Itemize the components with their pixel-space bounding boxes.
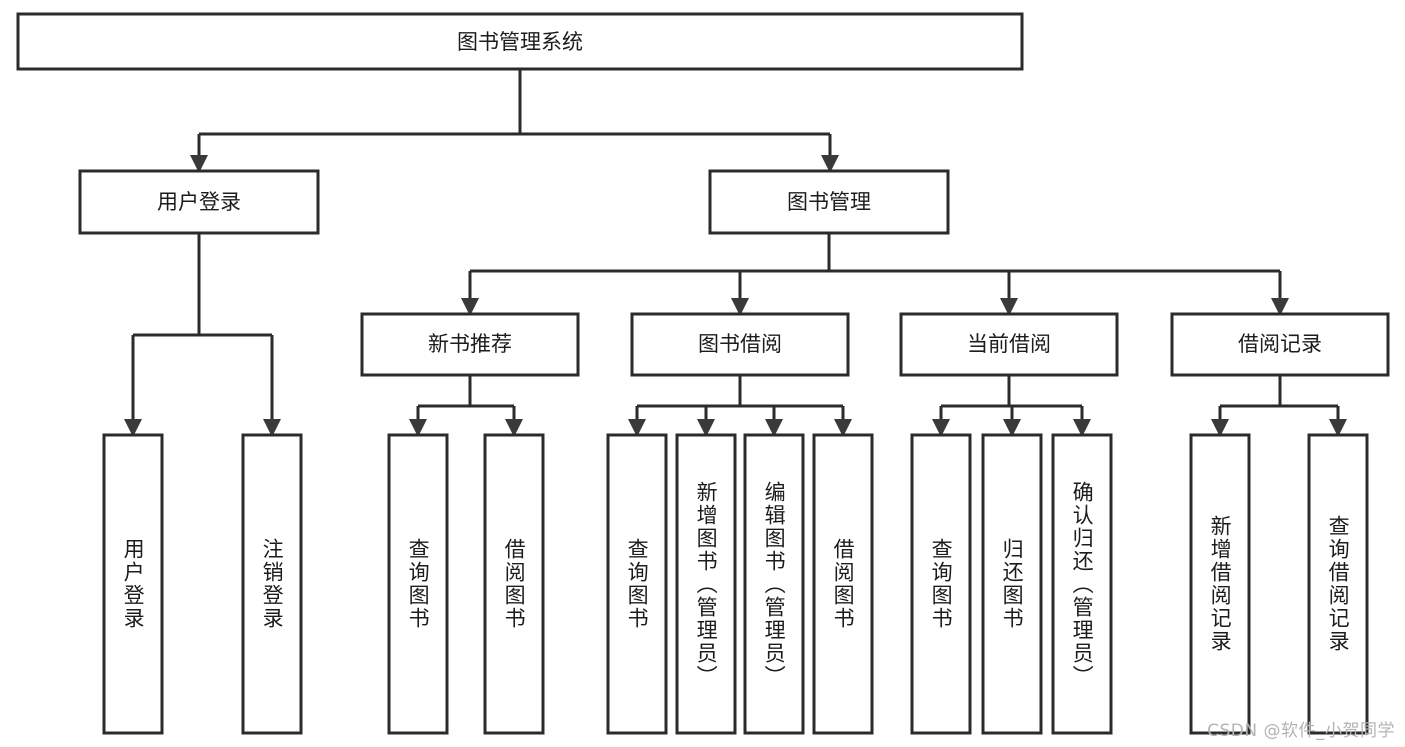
leaf-box-edit-book-admin[interactable]: [743, 433, 805, 735]
node-current-borrow-label: 当前借阅: [967, 332, 1051, 356]
arrowhead-icon: [697, 419, 715, 437]
node-new-book-recommend-box[interactable]: [360, 312, 580, 377]
node-user-login[interactable]: 用户登录: [78, 169, 320, 235]
leaf-box-query-book-borrow[interactable]: [606, 433, 668, 735]
leaf-box-add-book-admin[interactable]: [675, 433, 737, 735]
connector-layer: [131, 69, 1340, 419]
arrowhead-icon: [765, 419, 783, 437]
node-book-management[interactable]: 图书管理: [708, 169, 950, 235]
node-root-label: 图书管理系统: [457, 30, 583, 54]
arrowhead-icon: [1073, 419, 1091, 437]
edge-borrow-bus: [635, 375, 845, 419]
leaf-box-borrow-book[interactable]: [812, 433, 874, 735]
node-root-box[interactable]: [16, 12, 1024, 71]
arrowhead-icon: [263, 419, 281, 437]
leaf-box-add-borrow-record[interactable]: [1189, 433, 1251, 735]
node-borrow-record[interactable]: 借阅记录: [1170, 312, 1390, 377]
arrowhead-icon: [628, 419, 646, 437]
leaf-box-logout[interactable]: [241, 433, 303, 735]
node-root-system[interactable]: 图书管理系统: [16, 12, 1024, 71]
edge-current-bus: [939, 375, 1084, 419]
arrowhead-icon: [409, 419, 427, 437]
edge-login-bus: [131, 233, 274, 419]
node-borrow-record-box[interactable]: [1170, 312, 1390, 377]
node-book-borrow-box[interactable]: [630, 312, 850, 377]
watermark-text: CSDN @软件_小贺同学: [1207, 721, 1395, 741]
node-book-management-box[interactable]: [708, 169, 950, 235]
leaf-box-confirm-return-admin[interactable]: [1051, 433, 1113, 735]
node-current-borrow-box[interactable]: [899, 312, 1119, 377]
arrowhead-icon: [124, 419, 142, 437]
arrowhead-layer: [124, 155, 1347, 437]
edge-record-bus: [1218, 375, 1340, 419]
node-new-book-recommend-label: 新书推荐: [428, 332, 512, 356]
arrowhead-icon: [461, 298, 479, 316]
node-book-management-label: 图书管理: [787, 190, 871, 214]
arrowhead-icon: [1211, 419, 1229, 437]
arrowhead-icon: [190, 155, 208, 173]
edge-newbook-bus: [416, 375, 516, 419]
leaf-box-borrow-book-recommend[interactable]: [483, 433, 545, 735]
arrowhead-icon: [834, 419, 852, 437]
edge-root-bus: [197, 69, 832, 155]
node-user-login-label: 用户登录: [157, 190, 241, 214]
leaf-box-return-book[interactable]: [981, 433, 1043, 735]
leaf-box-user-login[interactable]: [102, 433, 164, 735]
arrowhead-icon: [505, 419, 523, 437]
arrowhead-icon: [932, 419, 950, 437]
arrowhead-icon: [1003, 419, 1021, 437]
arrowhead-icon: [821, 155, 839, 173]
node-current-borrow[interactable]: 当前借阅: [899, 312, 1119, 377]
leaf-box-query-book-recommend[interactable]: [387, 433, 449, 735]
arrowhead-icon: [1000, 298, 1018, 316]
node-borrow-record-label: 借阅记录: [1238, 332, 1322, 356]
leaf-box-layer[interactable]: [102, 433, 1369, 735]
node-new-book-recommend[interactable]: 新书推荐: [360, 312, 580, 377]
arrowhead-icon: [1329, 419, 1347, 437]
node-book-borrow-label: 图书借阅: [698, 332, 782, 356]
leaf-box-query-book-current[interactable]: [910, 433, 972, 735]
node-book-borrow[interactable]: 图书借阅: [630, 312, 850, 377]
leaf-box-query-borrow-record[interactable]: [1307, 433, 1369, 735]
arrowhead-icon: [731, 298, 749, 316]
edge-books-bus: [468, 233, 1282, 298]
arrowhead-icon: [1271, 298, 1289, 316]
node-user-login-box[interactable]: [78, 169, 320, 235]
